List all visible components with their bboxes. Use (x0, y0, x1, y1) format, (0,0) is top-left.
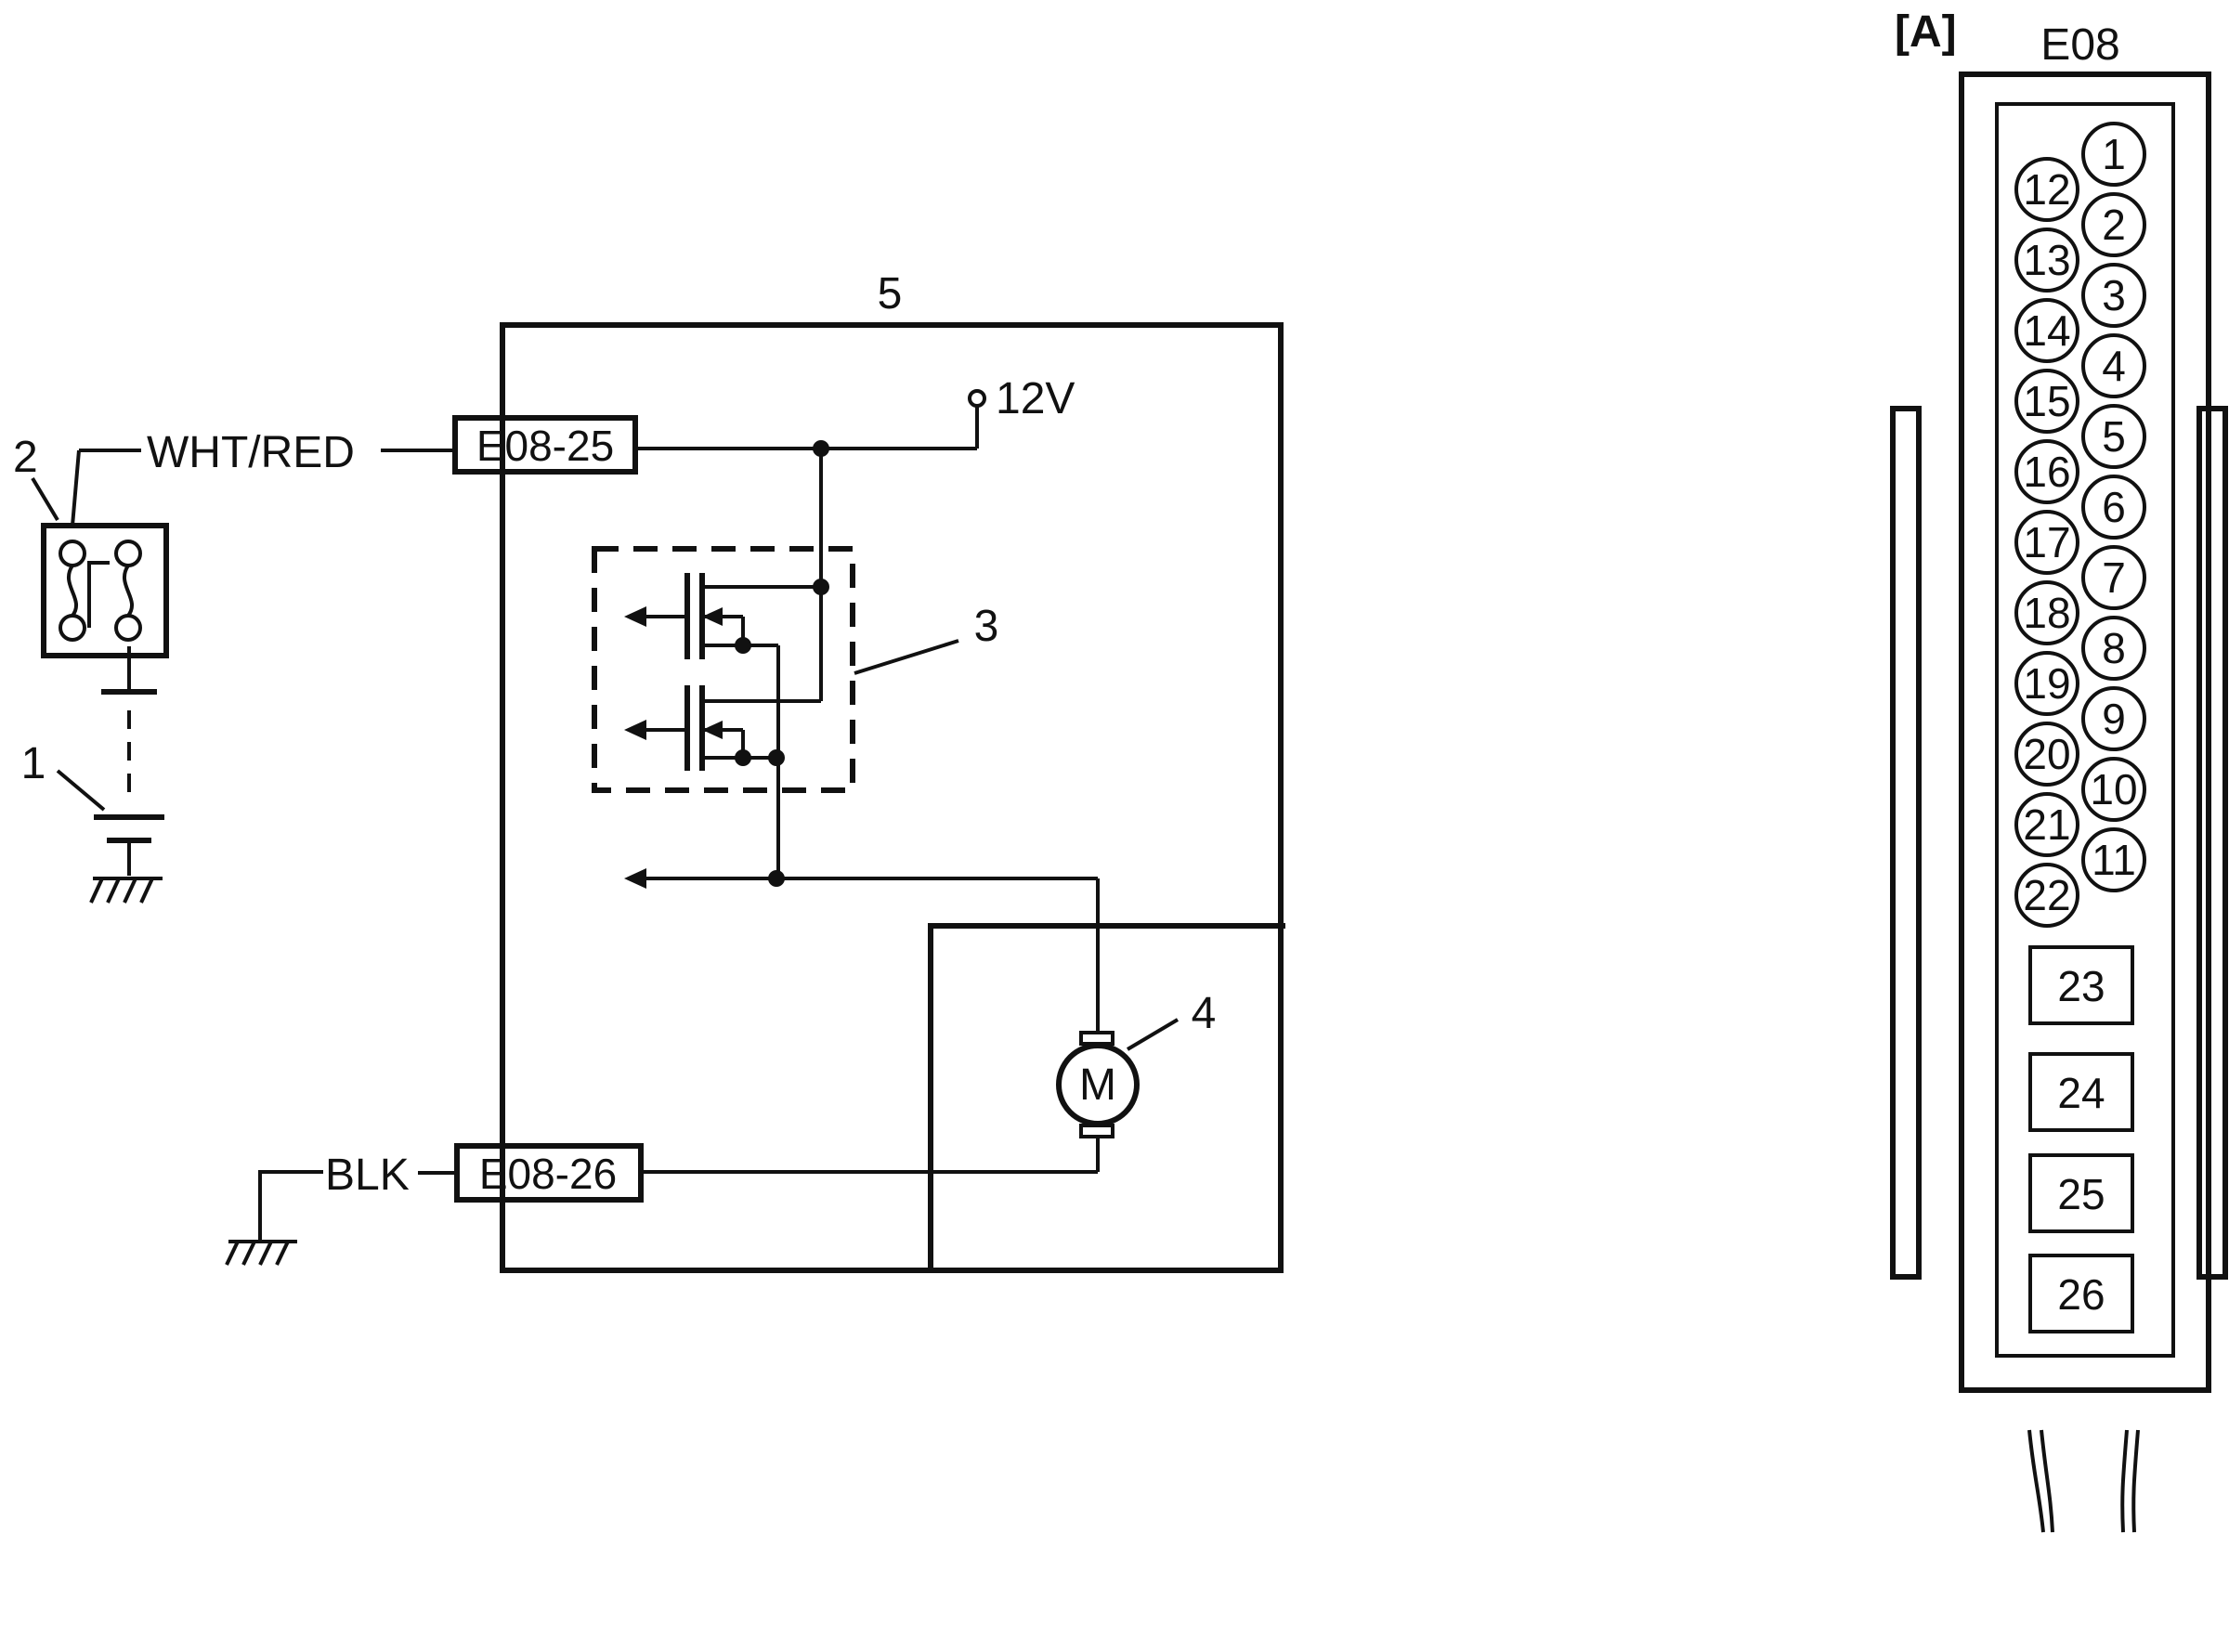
junction-dot (813, 440, 829, 457)
connector-e08-25-label: E08-25 (476, 422, 614, 470)
connector-pin-21: 21 (2014, 792, 2079, 857)
connector-pin-label: 4 (2102, 342, 2126, 390)
connector-pin-25: 25 (2028, 1153, 2134, 1233)
connector-pin-label: 26 (2057, 1270, 2105, 1319)
connector-pin-14: 14 (2014, 298, 2079, 363)
motor-housing (928, 923, 1285, 1270)
callout-3-leader (854, 639, 959, 675)
connector-pin-26: 26 (2028, 1254, 2134, 1333)
callout-4-leader (1126, 1018, 1180, 1051)
connector-e08-26-label: E08-26 (479, 1150, 617, 1198)
connector-pin-label: 12 (2023, 165, 2070, 214)
connector-pin-label: 23 (2057, 962, 2105, 1010)
connector-pin-label: 24 (2057, 1069, 2105, 1117)
connector-pin-18: 18 (2014, 580, 2079, 645)
terminal-12v-icon (968, 389, 986, 408)
fuse-icon (31, 449, 169, 658)
callout-1-label: 1 (21, 739, 46, 788)
pin-grid: 1234567891011121314151617181920212223242… (2014, 122, 2146, 1333)
connector-pin-label: 9 (2102, 695, 2126, 743)
connector-pin-16: 16 (2014, 439, 2079, 504)
connector-pin-13: 13 (2014, 228, 2079, 293)
connector-e08-25 (452, 415, 638, 475)
connector-pin-label: 7 (2102, 553, 2126, 602)
connector-pin-label: 10 (2090, 765, 2137, 813)
motor-label: M (1079, 1060, 1116, 1110)
callout-2-leader (31, 476, 59, 522)
signal-arrow-icon (624, 868, 646, 889)
voltage-12v-label: 12V (996, 374, 1075, 423)
connector-pin-label: 5 (2102, 412, 2126, 461)
connector-pin-5: 5 (2081, 404, 2146, 469)
callout-2-label: 2 (13, 433, 38, 482)
connector-pin-label: 2 (2102, 201, 2126, 249)
callout-1-leader (56, 769, 106, 812)
connector-pin-3: 3 (2081, 263, 2146, 328)
connector-pin-label: 13 (2023, 236, 2070, 284)
ground-icon-1 (89, 877, 163, 904)
callout-3-label: 3 (974, 602, 999, 651)
module-5-outline (500, 322, 1284, 1273)
connector-pin-label: 6 (2102, 483, 2126, 531)
connector-pin-1: 1 (2081, 122, 2146, 187)
connector-name: E08 (2040, 20, 2119, 70)
connector-pin-label: 25 (2057, 1170, 2105, 1218)
connector-pin-23: 23 (2028, 945, 2134, 1025)
connector-pin-label: 16 (2023, 448, 2070, 496)
connector-pin-label: 14 (2023, 306, 2070, 355)
connector-pin-17: 17 (2014, 510, 2079, 575)
connector-pin-label: 1 (2102, 130, 2126, 178)
connector-pin-8: 8 (2081, 616, 2146, 681)
motor-icon: M (1056, 1031, 1140, 1138)
wire-color-wht-red: WHT/RED (147, 428, 355, 477)
connector-pin-9: 9 (2081, 686, 2146, 751)
connector-pin-label: 17 (2023, 518, 2070, 566)
connector-pin-label: 19 (2023, 659, 2070, 708)
connector-pin-24: 24 (2028, 1052, 2134, 1132)
callout-5-label: 5 (878, 269, 903, 319)
callout-4-label: 4 (1192, 989, 1217, 1038)
connector-pin-label: 15 (2023, 377, 2070, 425)
wire-color-blk: BLK (325, 1151, 410, 1200)
connector-pin-label: 18 (2023, 589, 2070, 637)
connector-pin-19: 19 (2014, 651, 2079, 716)
connector-pin-label: 8 (2102, 624, 2126, 672)
connector-pin-6: 6 (2081, 475, 2146, 540)
connector-pin-2: 2 (2081, 192, 2146, 257)
connector-pin-label: 11 (2092, 836, 2136, 884)
connector-pin-7: 7 (2081, 545, 2146, 610)
connector-pin-20: 20 (2014, 722, 2079, 787)
connector-pin-label: 3 (2102, 271, 2126, 319)
ground-icon-2 (225, 1170, 323, 1266)
connector-pin-label: 21 (2023, 800, 2070, 849)
connector-pin-11: 11 (2081, 827, 2146, 892)
transistor-pair-icon (592, 546, 855, 793)
battery-ground: 1 (21, 646, 164, 904)
connector-pin-4: 4 (2081, 333, 2146, 398)
connector-pin-22: 22 (2014, 863, 2079, 928)
connector-pin-12: 12 (2014, 157, 2079, 222)
connector-pin-10: 10 (2081, 757, 2146, 822)
connector-pin-label: 20 (2023, 730, 2070, 778)
view-label: [A] (1895, 7, 1957, 57)
connector-pin-label: 22 (2023, 871, 2070, 919)
junction-dot (768, 749, 785, 766)
connector-pin-15: 15 (2014, 369, 2079, 434)
module-5: 5 (500, 269, 1284, 1273)
connector-e08-face: [A] E08 12345678910111213141516171819202… (1890, 7, 2228, 1533)
